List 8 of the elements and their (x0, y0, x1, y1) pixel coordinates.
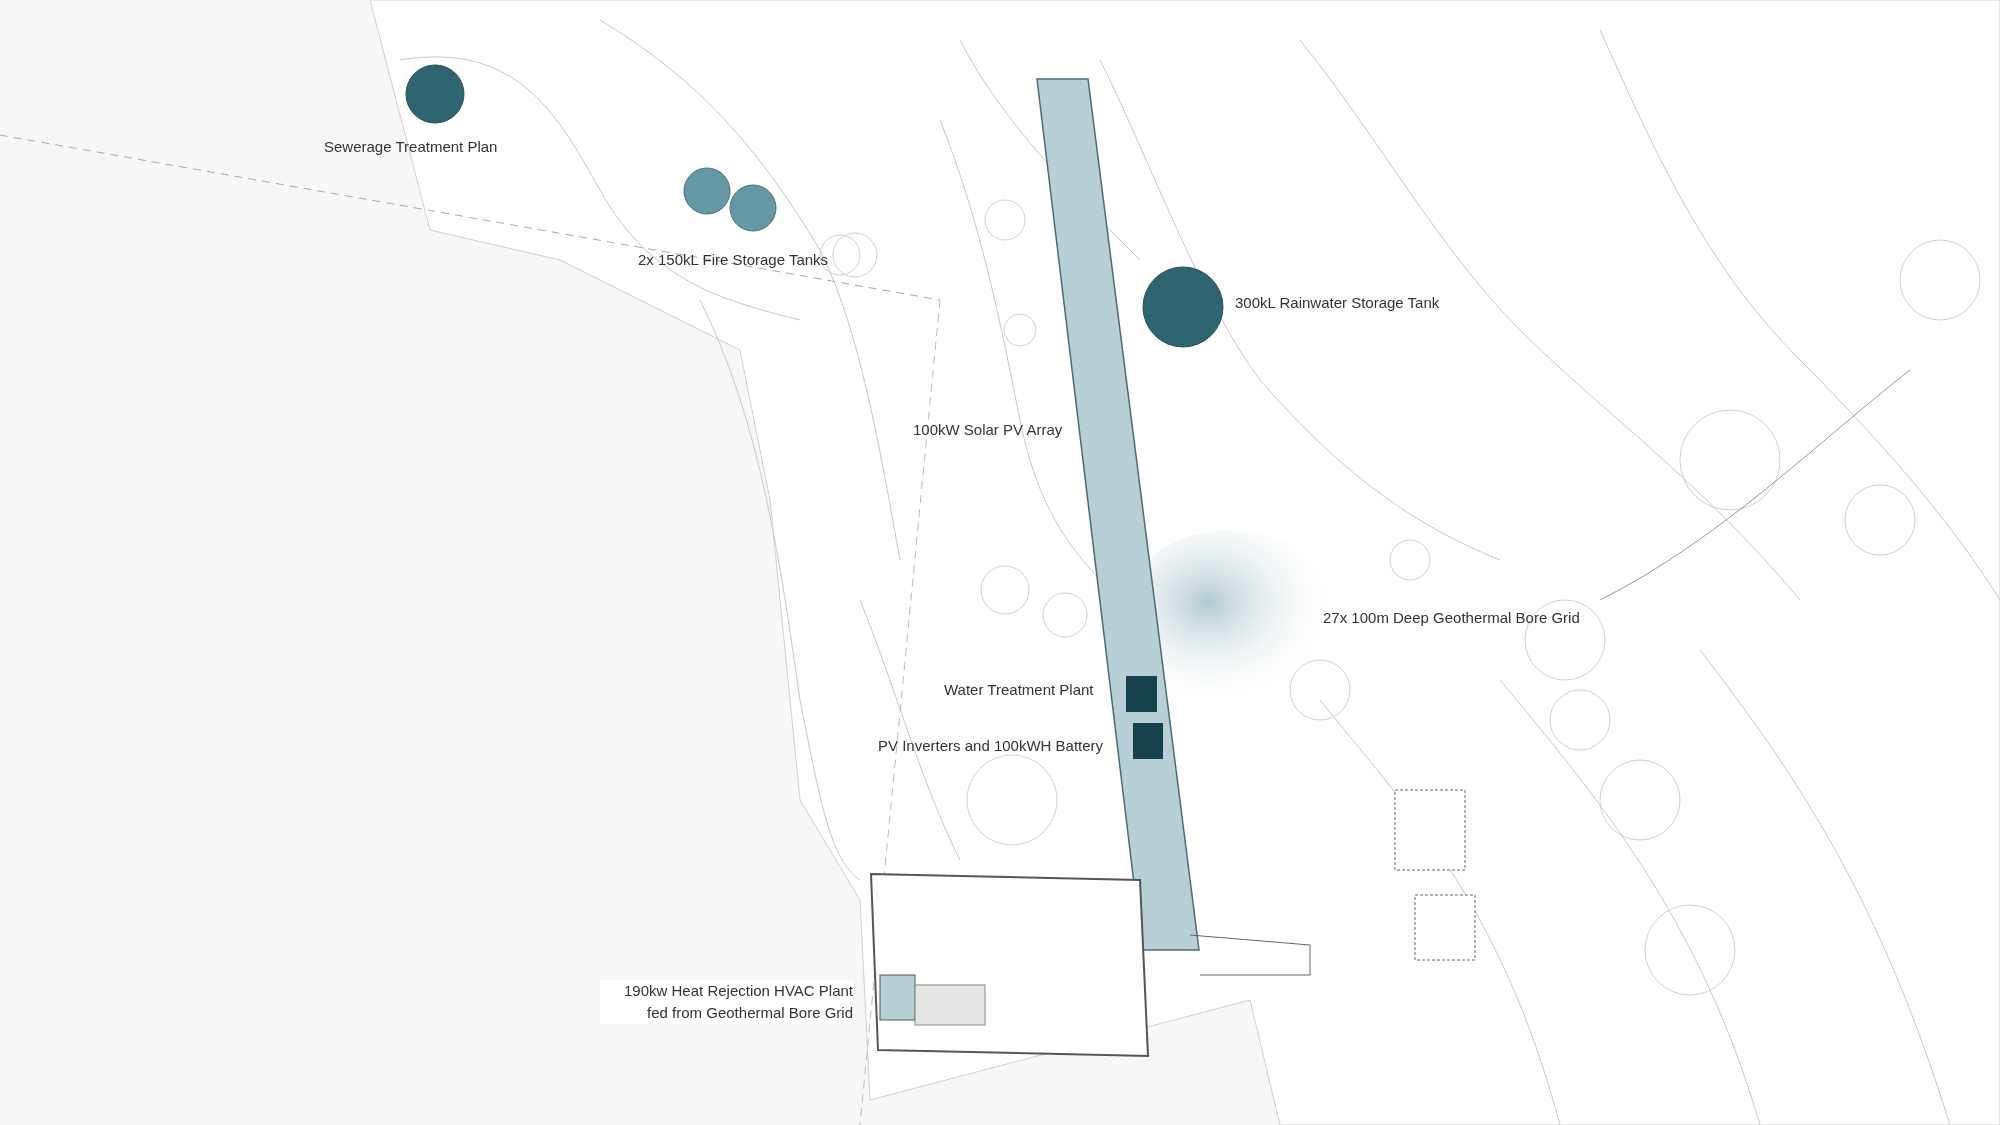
callout-label: 300kL Rainwater Storage Tank (1235, 293, 1440, 313)
callout-label: 190kw Heat Rejection HVAC Plant fed from Geothermal Bore Grid (600, 980, 853, 1024)
callout-label: Sewerage Treatment Plan (324, 137, 498, 157)
callout-label: Water Treatment Plant (944, 680, 1094, 700)
callout-label: 2x 150kL Fire Storage Tanks (638, 250, 829, 270)
callout-label: 27x 100m Deep Geothermal Bore Grid (1323, 608, 1580, 628)
callout-label: PV Inverters and 100kWH Battery (878, 736, 1104, 756)
callout-label: 100kW Solar PV Array (913, 420, 1063, 440)
